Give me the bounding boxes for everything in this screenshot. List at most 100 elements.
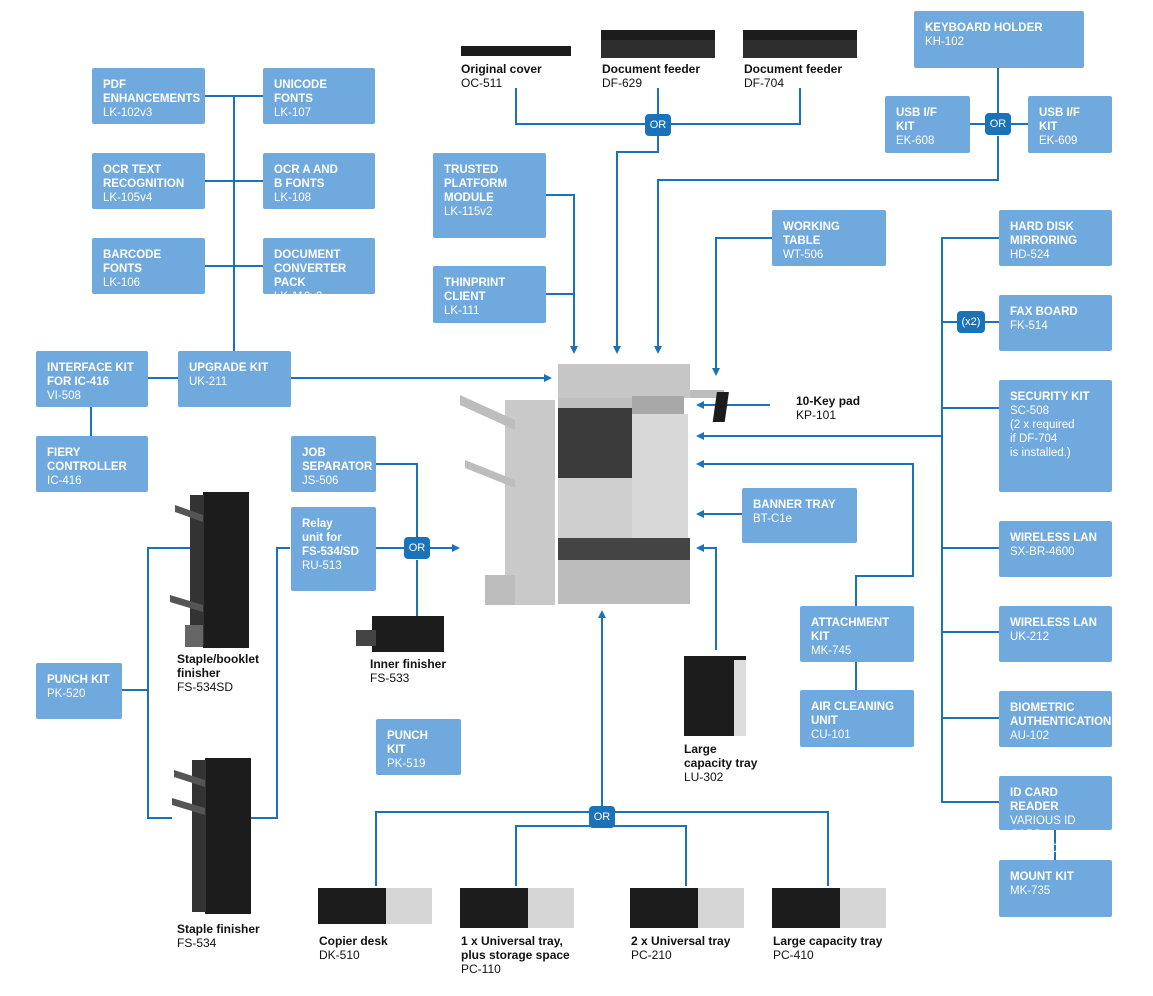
box-code: EK-609 — [1039, 135, 1078, 147]
label-code: KP-101 — [796, 408, 837, 422]
label-title: 2 x Universal tray — [631, 934, 731, 948]
box-code: SX-BR-4600 — [1010, 546, 1075, 558]
or-badge-top: OR — [645, 114, 671, 136]
box-title: MOUNT KIT — [1010, 871, 1074, 883]
label-code: PC-110 — [461, 962, 501, 976]
fs-533-illustration — [356, 616, 444, 652]
box-title: THINPRINT CLIENT — [444, 277, 506, 303]
box-code: LK-107 — [274, 107, 312, 119]
box-fax-board: FAX BOARD FK-514 — [999, 295, 1112, 351]
box-title: PUNCH KIT — [387, 730, 428, 756]
box-code: RU-513 — [302, 560, 342, 572]
box-usb-ek-609: USB I/F KIT EK-609 — [1028, 96, 1112, 153]
box-job-separator: JOB SEPARATOR JS-506 — [291, 436, 376, 492]
top-accessories-illustration — [461, 30, 857, 58]
label-title: Staple finisher — [177, 922, 260, 936]
box-title: Relay unit for FS-534/SD — [302, 518, 359, 558]
label-title: Original cover — [461, 62, 542, 76]
box-title: OCR TEXT RECOGNITION — [103, 164, 185, 190]
box-code: JS-506 — [302, 475, 339, 487]
label-code: FS-534SD — [177, 680, 234, 694]
box-code: UK-211 — [189, 376, 228, 388]
box-thinprint-client: THINPRINT CLIENT LK-111 — [433, 266, 546, 323]
box-code: IC-416 — [47, 475, 82, 487]
box-code: LK-111 — [444, 305, 480, 317]
box-code: LK-106 — [103, 277, 141, 289]
label-title: Document feeder — [744, 62, 843, 76]
x2-badge: (x2) — [957, 311, 985, 333]
box-title: UNICODE FONTS — [274, 79, 328, 105]
box-title: WIRELESS LAN — [1010, 617, 1097, 629]
box-title: HARD DISK MIRRORING — [1010, 221, 1078, 247]
label-code: DK-510 — [319, 948, 360, 962]
label-code: OC-511 — [461, 76, 503, 90]
label-title: Inner finisher — [370, 657, 447, 671]
or-badge-relay: OR — [404, 537, 430, 559]
box-title: ATTACHMENT KIT — [811, 617, 890, 643]
label-title: Large capacity tray — [684, 742, 758, 770]
label-title: Large capacity tray — [773, 934, 883, 948]
box-title: BARCODE FONTS — [103, 249, 162, 275]
box-code: BT-C1e — [753, 513, 792, 525]
box-title: FAX BOARD — [1010, 306, 1078, 318]
box-code: KH-102 — [925, 36, 964, 48]
label-code: LU-302 — [684, 770, 724, 784]
fs-534-illustration — [172, 758, 251, 914]
box-code: SC-508 (2 x required if DF-704 is instal… — [1010, 405, 1075, 459]
box-fiery-controller: FIERY CONTROLLER IC-416 — [36, 436, 148, 492]
box-title: FIERY CONTROLLER — [47, 447, 127, 473]
box-code: LK-102v3 — [103, 107, 153, 119]
label-code: FS-533 — [370, 671, 410, 685]
box-title: JOB SEPARATOR — [302, 447, 373, 473]
box-code: LK-115v2 — [444, 206, 493, 218]
label-code: PC-410 — [773, 948, 814, 962]
label-code: DF-704 — [744, 76, 785, 90]
or-badge-usb: OR — [985, 113, 1011, 135]
box-code: HD-524 — [1010, 249, 1050, 261]
box-banner-tray: BANNER TRAY BT-C1e — [742, 488, 857, 543]
box-pdf-enhancements: PDF ENHANCEMENTS LK-102v3 — [92, 68, 205, 124]
box-title: BANNER TRAY — [753, 499, 836, 511]
fs-534sd-illustration — [170, 492, 249, 648]
box-title: OCR A AND B FONTS — [274, 164, 338, 190]
box-title: PDF ENHANCEMENTS — [103, 79, 201, 105]
box-code: MK-745 — [811, 645, 852, 657]
box-title: WORKING TABLE — [783, 221, 840, 247]
box-title: PUNCH KIT — [47, 674, 110, 686]
label-code: PC-210 — [631, 948, 672, 962]
box-barcode-fonts: BARCODE FONTS LK-106 — [92, 238, 205, 294]
box-code: WT-506 — [783, 249, 824, 261]
box-code: FK-514 — [1010, 320, 1048, 332]
box-code: MK-735 — [1010, 885, 1051, 897]
box-attachment-kit: ATTACHMENT KIT MK-745 — [800, 606, 914, 662]
box-mount-kit: MOUNT KIT MK-735 — [999, 860, 1112, 917]
label-code: DF-629 — [602, 76, 643, 90]
box-title: USB I/F KIT — [896, 107, 937, 133]
box-title: ID CARD READER — [1010, 787, 1059, 813]
box-title: USB I/F KIT — [1039, 107, 1080, 133]
kp-101-illustration — [712, 392, 729, 422]
label-title: Document feeder — [602, 62, 701, 76]
box-title: TRUSTED PLATFORM MODULE — [444, 164, 508, 204]
or-badge-bottom: OR — [589, 806, 615, 828]
